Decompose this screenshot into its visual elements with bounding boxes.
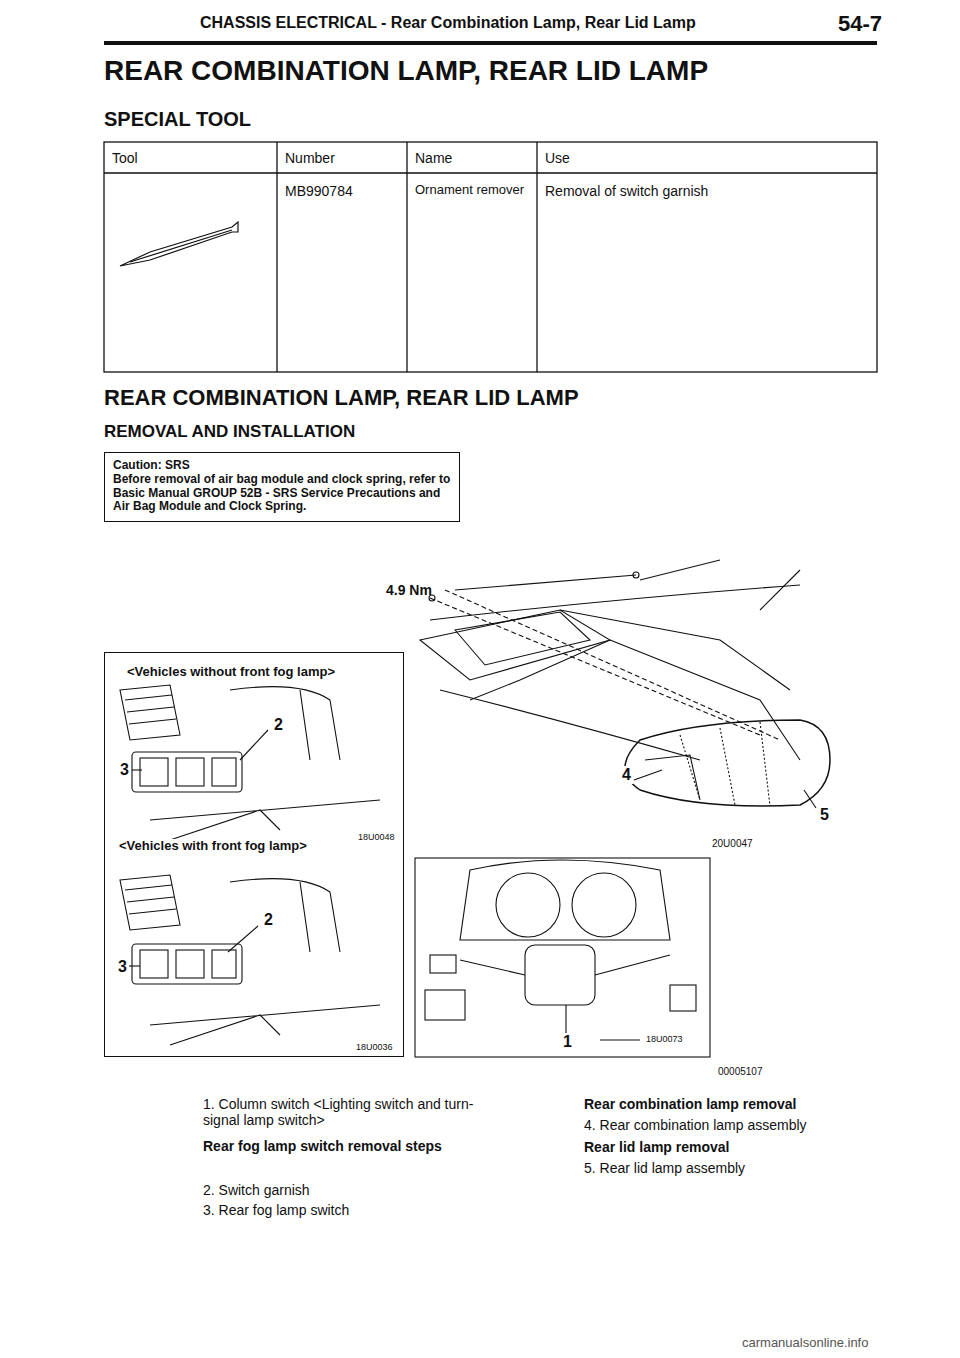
page-title: REAR COMBINATION LAMP, REAR LID LAMP — [104, 55, 708, 87]
legend-item: 1. Column switch <Lighting switch and tu… — [203, 1096, 503, 1128]
section-heading: REAR COMBINATION LAMP, REAR LID LAMP — [104, 385, 579, 410]
inset-panel: <Vehicles without front fog lamp> <Vehicl… — [104, 652, 404, 1057]
torque-value: 4.9 Nm — [386, 582, 432, 598]
section-heading: SPECIAL TOOL — [104, 108, 251, 131]
callout-number: 3 — [116, 958, 129, 976]
table-cell: Removal of switch garnish — [545, 183, 708, 199]
table-header: Name — [415, 150, 452, 166]
switch-panel-sketch — [120, 685, 380, 1045]
table-header: Tool — [112, 150, 138, 166]
callout-number: 2 — [272, 716, 285, 734]
callout-number: 3 — [118, 761, 131, 779]
table-cell: Ornament remover — [415, 183, 535, 198]
running-header: CHASSIS ELECTRICAL - Rear Combination La… — [200, 14, 696, 32]
legend-heading: Rear fog lamp switch removal steps — [203, 1138, 463, 1154]
tool-table — [104, 142, 877, 372]
legend-item: 2. Switch garnish — [203, 1182, 310, 1198]
panel-heading: <Vehicles without front fog lamp> — [125, 665, 337, 680]
rear-lamp-illustration — [420, 560, 830, 808]
page-number: 54-7 — [838, 11, 882, 36]
callout-number: 5 — [818, 806, 831, 824]
watermark: carmanualsonline.info — [742, 1336, 868, 1351]
figure-code: 00005107 — [718, 1066, 763, 1078]
figure-code: 18U0048 — [356, 832, 397, 842]
table-header: Number — [285, 150, 335, 166]
callout-number: 4 — [620, 766, 633, 784]
table-cell: MB990784 — [285, 183, 353, 199]
callout-number: 1 — [561, 1033, 574, 1051]
caution-box: Caution: SRSBefore removal of air bag mo… — [104, 452, 460, 522]
figure-code: 20U0047 — [712, 838, 753, 850]
callout-number: 2 — [262, 911, 275, 929]
table-header: Use — [545, 150, 570, 166]
caution-heading: Caution: SRS — [113, 459, 451, 473]
legend-heading: Rear lid lamp removal — [584, 1139, 730, 1155]
caution-body: Before removal of air bag module and clo… — [113, 473, 451, 514]
column-switch-inset — [415, 858, 710, 1057]
panel-heading: <Vehicles with front fog lamp> — [117, 839, 309, 854]
legend-item: 4. Rear combination lamp assembly — [584, 1117, 807, 1133]
legend-item: 5. Rear lid lamp assembly — [584, 1160, 745, 1176]
figure-code: 18U0036 — [354, 1042, 395, 1052]
legend-heading: Rear combination lamp removal — [584, 1096, 796, 1112]
figure-code: 18U0073 — [644, 1034, 685, 1044]
ornament-remover-tool — [120, 222, 238, 266]
legend-item: 3. Rear fog lamp switch — [203, 1202, 349, 1218]
sub-heading: REMOVAL AND INSTALLATION — [104, 422, 355, 442]
header-rule — [104, 41, 877, 45]
